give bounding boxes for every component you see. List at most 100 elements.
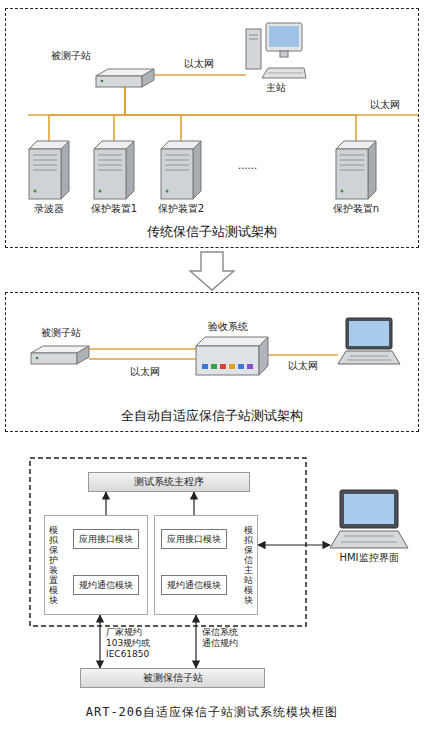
icon-part bbox=[142, 69, 154, 87]
icon-part bbox=[165, 160, 189, 161]
icon-part bbox=[246, 29, 261, 69]
device-icon bbox=[336, 141, 376, 199]
module-box: 规约通信模块 bbox=[161, 575, 227, 595]
icon-part bbox=[166, 190, 169, 193]
device-node: 被测子站 bbox=[96, 69, 154, 87]
icon-part bbox=[249, 35, 258, 36]
device-node: HMI监控界面 bbox=[330, 490, 408, 548]
icon-part bbox=[368, 141, 376, 199]
module-group: 模拟保护装置模块 应用接口模块规约通信模块 bbox=[44, 515, 148, 615]
icon-part bbox=[77, 346, 89, 364]
icon-part bbox=[340, 160, 364, 161]
icon-part bbox=[36, 357, 39, 360]
icon-part bbox=[229, 364, 235, 369]
device-icon bbox=[246, 23, 306, 78]
dashed-frame: 传统保信子站测试架构被测子站主站录波器保护装置1保护装置2保护装置n bbox=[5, 8, 419, 248]
network-label: ...... bbox=[238, 160, 257, 172]
connector-line bbox=[49, 87, 125, 141]
icon-part bbox=[96, 76, 142, 87]
icon-part bbox=[280, 51, 288, 57]
device-label: 被测子站 bbox=[51, 49, 91, 63]
device-label: 保护装置1 bbox=[91, 202, 137, 216]
icon-part bbox=[266, 23, 302, 51]
module-box: 测试系统主程序 bbox=[88, 472, 250, 492]
hollow-arrow bbox=[190, 252, 234, 290]
edge-label: 厂家规约 103规约或 IEC61850 bbox=[104, 627, 156, 659]
icon-part bbox=[341, 542, 397, 543]
box-label: 应用接口模块 bbox=[167, 533, 221, 546]
module-group: 模拟保信主站模块 应用接口模块规约通信模块 bbox=[154, 515, 258, 615]
edge-label: 保信系统 通信规约 bbox=[200, 627, 248, 649]
module-box: 应用接口模块 bbox=[161, 529, 227, 549]
network-label: 以太网 bbox=[288, 360, 318, 372]
icon-part bbox=[340, 165, 364, 166]
laptop-icon bbox=[338, 318, 400, 364]
device-label: 保护装置2 bbox=[158, 202, 204, 216]
device-icon bbox=[29, 141, 69, 199]
icon-part bbox=[238, 364, 244, 369]
icon-part bbox=[98, 160, 122, 161]
icon-part bbox=[330, 531, 408, 548]
connector bbox=[154, 75, 246, 76]
device-label: 主站 bbox=[266, 81, 286, 95]
device-node: 保护装置2 bbox=[161, 141, 201, 199]
laptop-lid bbox=[346, 318, 392, 349]
icon-part bbox=[211, 364, 217, 369]
device-label: 保护装置n bbox=[333, 202, 379, 216]
connector bbox=[114, 87, 125, 141]
icon-part bbox=[165, 155, 189, 156]
system-frame bbox=[30, 458, 306, 626]
device-node: 保护装置n bbox=[336, 141, 376, 199]
icon-part bbox=[34, 190, 37, 193]
group-label: 模拟保护装置模块 bbox=[49, 526, 58, 605]
connector bbox=[100, 615, 101, 668]
connector bbox=[89, 359, 196, 360]
connector-line bbox=[89, 358, 196, 360]
icon-part bbox=[220, 364, 226, 369]
icon-part bbox=[33, 165, 57, 166]
icon-part bbox=[33, 160, 57, 161]
device-label: 录波器 bbox=[34, 202, 64, 216]
connector-line bbox=[258, 544, 330, 545]
connector bbox=[89, 349, 196, 350]
connector-line bbox=[154, 74, 246, 76]
ethernet-line bbox=[267, 354, 338, 356]
icon-part bbox=[98, 165, 122, 166]
network-label: 以太网 bbox=[370, 99, 400, 111]
module-box: 应用接口模块 bbox=[73, 529, 139, 549]
icon-part bbox=[341, 190, 344, 193]
icon-part bbox=[31, 353, 77, 364]
device-node: 保护装置1 bbox=[94, 141, 134, 199]
icon-part bbox=[262, 68, 306, 78]
device-label: 被测子站 bbox=[41, 326, 81, 340]
connector bbox=[125, 87, 181, 141]
device-node: 被测子站 bbox=[31, 346, 89, 364]
icon-part bbox=[165, 165, 189, 166]
icon-part bbox=[269, 26, 299, 47]
dashed-frame: 全自动自适应保信子站测试架构被测子站验收系统 bbox=[5, 292, 419, 432]
icon-part bbox=[268, 73, 303, 74]
icon-part bbox=[98, 155, 122, 156]
icon-part bbox=[340, 155, 364, 156]
icon-part bbox=[340, 170, 364, 171]
connector-line bbox=[125, 87, 356, 141]
device-icon bbox=[330, 490, 408, 548]
laptop-keys bbox=[350, 356, 388, 357]
laptop-keys bbox=[347, 360, 391, 361]
box-label: 规约通信模块 bbox=[167, 579, 221, 592]
figure-caption: ART-206自适应保信子站测试系统模块框图 bbox=[0, 704, 424, 721]
device-label: 验收系统 bbox=[208, 320, 248, 334]
box-label: 规约通信模块 bbox=[79, 579, 133, 592]
icon-part bbox=[29, 149, 61, 199]
connector-line bbox=[195, 615, 196, 668]
module-box: 规约通信模块 bbox=[73, 575, 139, 595]
device-label: HMI监控界面 bbox=[339, 551, 398, 565]
connector bbox=[258, 545, 330, 546]
group-label: 模拟保信主站模块 bbox=[244, 526, 253, 605]
connector-line bbox=[89, 348, 196, 350]
icon-part bbox=[94, 149, 126, 199]
icon-part bbox=[33, 155, 57, 156]
icon-part bbox=[101, 80, 104, 83]
